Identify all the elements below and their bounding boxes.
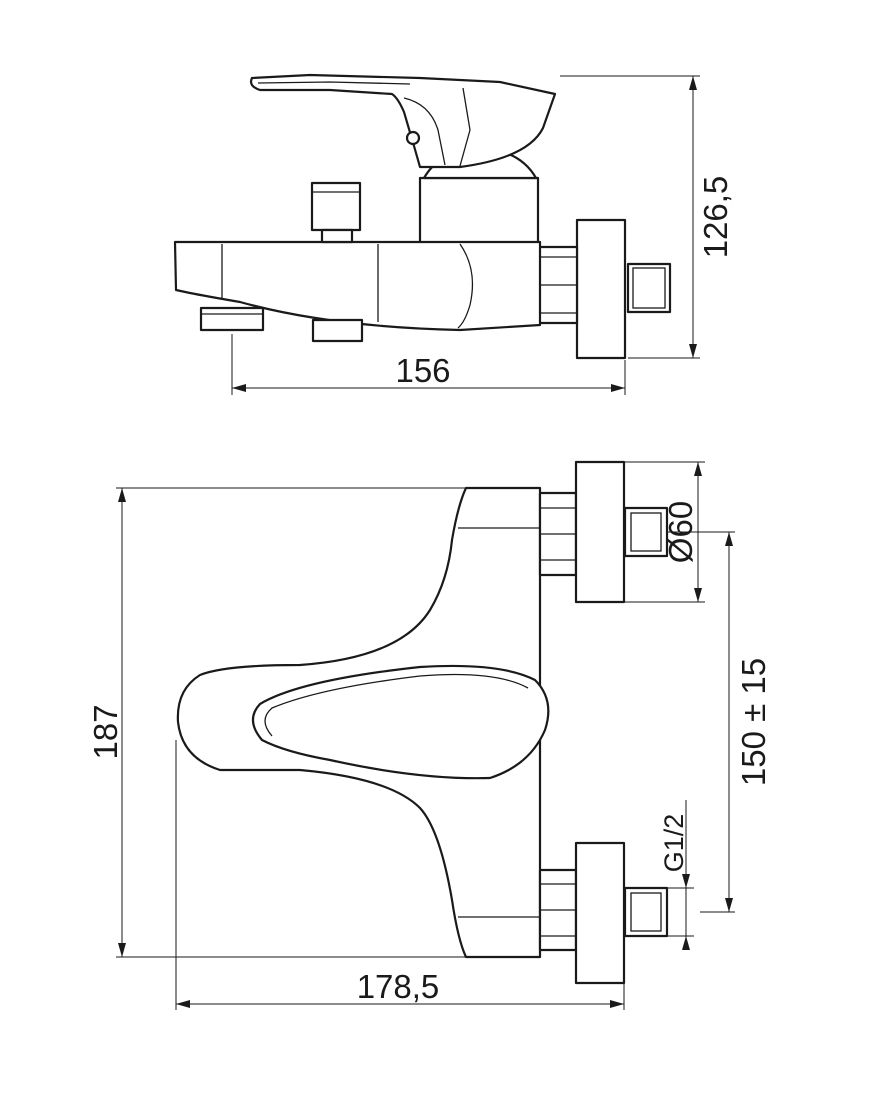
shower-outlet bbox=[311, 318, 364, 343]
spout-aerator bbox=[199, 306, 265, 332]
diverter-knob bbox=[310, 181, 362, 232]
lever-handle bbox=[249, 73, 557, 169]
dim-label-187: 187 bbox=[87, 704, 124, 759]
dim-plan-height: 187 bbox=[87, 487, 466, 958]
lower-fitting bbox=[538, 841, 669, 985]
hex-nut bbox=[536, 245, 579, 325]
threaded-inlet bbox=[626, 262, 672, 314]
top-view: 126,5 156 bbox=[173, 73, 734, 395]
dim-inlet-spacing: 150 ± 15 bbox=[668, 531, 772, 913]
dim-label-g1-2: G1/2 bbox=[659, 814, 689, 873]
dim-label-126-5: 126,5 bbox=[697, 176, 734, 259]
dim-top-height: 126,5 bbox=[560, 75, 734, 359]
dim-label-150: 150 ± 15 bbox=[735, 658, 772, 786]
dim-label-178-5: 178,5 bbox=[357, 968, 440, 1005]
dim-thread: G1/2 bbox=[659, 800, 694, 950]
dim-label-156: 156 bbox=[395, 352, 450, 389]
plan-lever bbox=[251, 664, 550, 780]
cartridge-housing bbox=[418, 176, 540, 246]
plan-view: Ø60 150 ± 15 G1/2 187 bbox=[87, 460, 772, 1010]
dim-plan-width: 178,5 bbox=[175, 740, 625, 1010]
dim-top-width: 156 bbox=[231, 334, 626, 395]
upper-fitting bbox=[538, 460, 669, 604]
wall-rosette bbox=[575, 218, 627, 360]
mixer-body bbox=[173, 240, 542, 332]
